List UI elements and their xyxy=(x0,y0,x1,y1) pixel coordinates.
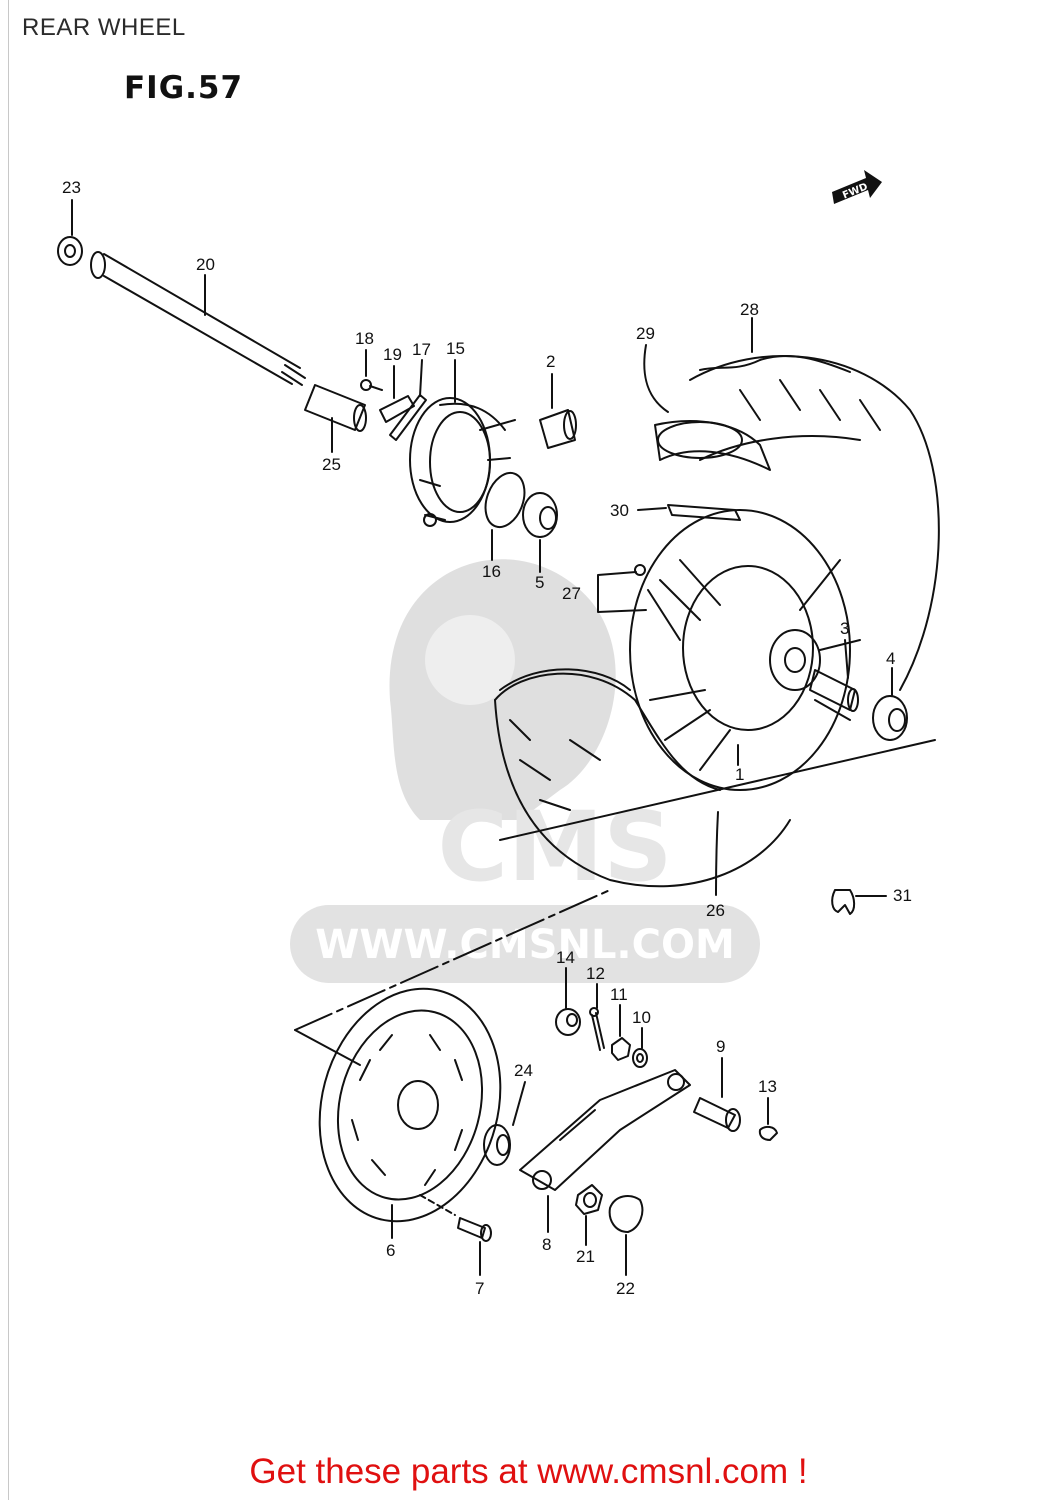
tube-29-icon xyxy=(654,420,771,471)
fwd-arrow-icon: FWD xyxy=(832,170,882,204)
spacer-24-icon xyxy=(483,1124,511,1166)
part-label-26: 26 xyxy=(706,901,725,920)
sleeve-3-icon xyxy=(809,669,859,712)
part-label-17: 17 xyxy=(412,340,431,359)
rim-band-30-icon xyxy=(667,504,741,521)
cta-link[interactable]: Get these parts at www.cmsnl.com ! xyxy=(249,1452,808,1491)
part-label-14: 14 xyxy=(556,948,575,967)
part-label-3: 3 xyxy=(840,619,849,638)
page-title: REAR WHEEL xyxy=(22,14,186,41)
part-label-20: 20 xyxy=(196,255,215,274)
washer-17-icon xyxy=(389,394,427,441)
part-label-30: 30 xyxy=(610,501,629,520)
cap-13-icon xyxy=(758,1125,778,1141)
nut-23-icon xyxy=(57,236,83,266)
cotter-pin-12-icon xyxy=(589,1007,605,1051)
part-label-6: 6 xyxy=(386,1241,395,1260)
part-label-2: 2 xyxy=(546,352,555,371)
clip-31-icon xyxy=(831,889,856,915)
watermark-url: WWW.CMSNL.COM xyxy=(315,922,735,968)
drum-15-icon xyxy=(409,397,516,527)
part-label-28: 28 xyxy=(740,300,759,319)
part-label-4: 4 xyxy=(886,649,895,668)
part-label-15: 15 xyxy=(446,339,465,358)
axle-20-icon xyxy=(90,251,306,386)
part-label-9: 9 xyxy=(716,1037,725,1056)
part-label-13: 13 xyxy=(758,1077,777,1096)
spacer-2-icon xyxy=(539,409,577,449)
part-label-23: 23 xyxy=(62,178,81,197)
brake-disc-6-icon xyxy=(318,987,502,1223)
part-label-27: 27 xyxy=(562,584,581,603)
part-label-5: 5 xyxy=(535,573,544,592)
bolt-7-icon xyxy=(419,1194,492,1242)
part-label-16: 16 xyxy=(482,562,501,581)
part-label-18: 18 xyxy=(355,329,374,348)
collar-25-icon xyxy=(304,384,367,432)
washer-10-icon xyxy=(632,1048,648,1068)
part-label-11: 11 xyxy=(610,985,628,1004)
part-label-19: 19 xyxy=(383,345,402,364)
bolt-9-icon xyxy=(693,1097,741,1132)
o-ring-16-icon xyxy=(484,471,526,529)
torque-link-8-icon xyxy=(519,1069,691,1191)
part-label-12: 12 xyxy=(586,964,605,983)
part-label-29: 29 xyxy=(636,324,655,343)
nut-14-icon xyxy=(555,1008,581,1036)
bearing-5-icon xyxy=(522,492,558,538)
bearing-4-icon xyxy=(872,695,908,741)
nut-11-icon xyxy=(611,1037,631,1061)
part-label-7: 7 xyxy=(475,1279,484,1298)
part-label-24: 24 xyxy=(514,1061,533,1080)
part-label-1: 1 xyxy=(735,765,744,784)
tire-26-icon xyxy=(494,668,791,888)
figure-number: FIG.57 xyxy=(124,70,244,106)
part-label-25: 25 xyxy=(322,455,341,474)
wheel-hub-1-icon xyxy=(629,509,861,791)
part-label-22: 22 xyxy=(616,1279,635,1298)
page-frame xyxy=(8,0,9,1500)
lock-plate-19-icon xyxy=(379,395,415,423)
spoke-nipple-27-icon xyxy=(634,564,681,641)
tire-28-icon xyxy=(689,354,940,691)
part-label-21: 21 xyxy=(576,1247,595,1266)
part-label-10: 10 xyxy=(632,1008,651,1027)
part-label-31: 31 xyxy=(893,886,912,905)
bolt-18-icon xyxy=(360,379,383,391)
nut-21-icon xyxy=(575,1184,603,1215)
cap-22-icon xyxy=(608,1195,644,1233)
part-label-8: 8 xyxy=(542,1235,551,1254)
part-number-labels: 1 2 3 4 5 6 7 8 9 10 11 12 13 14 15 16 1… xyxy=(62,178,912,1298)
cms-watermark: WWW.CMSNL.COM CMS xyxy=(290,559,760,983)
